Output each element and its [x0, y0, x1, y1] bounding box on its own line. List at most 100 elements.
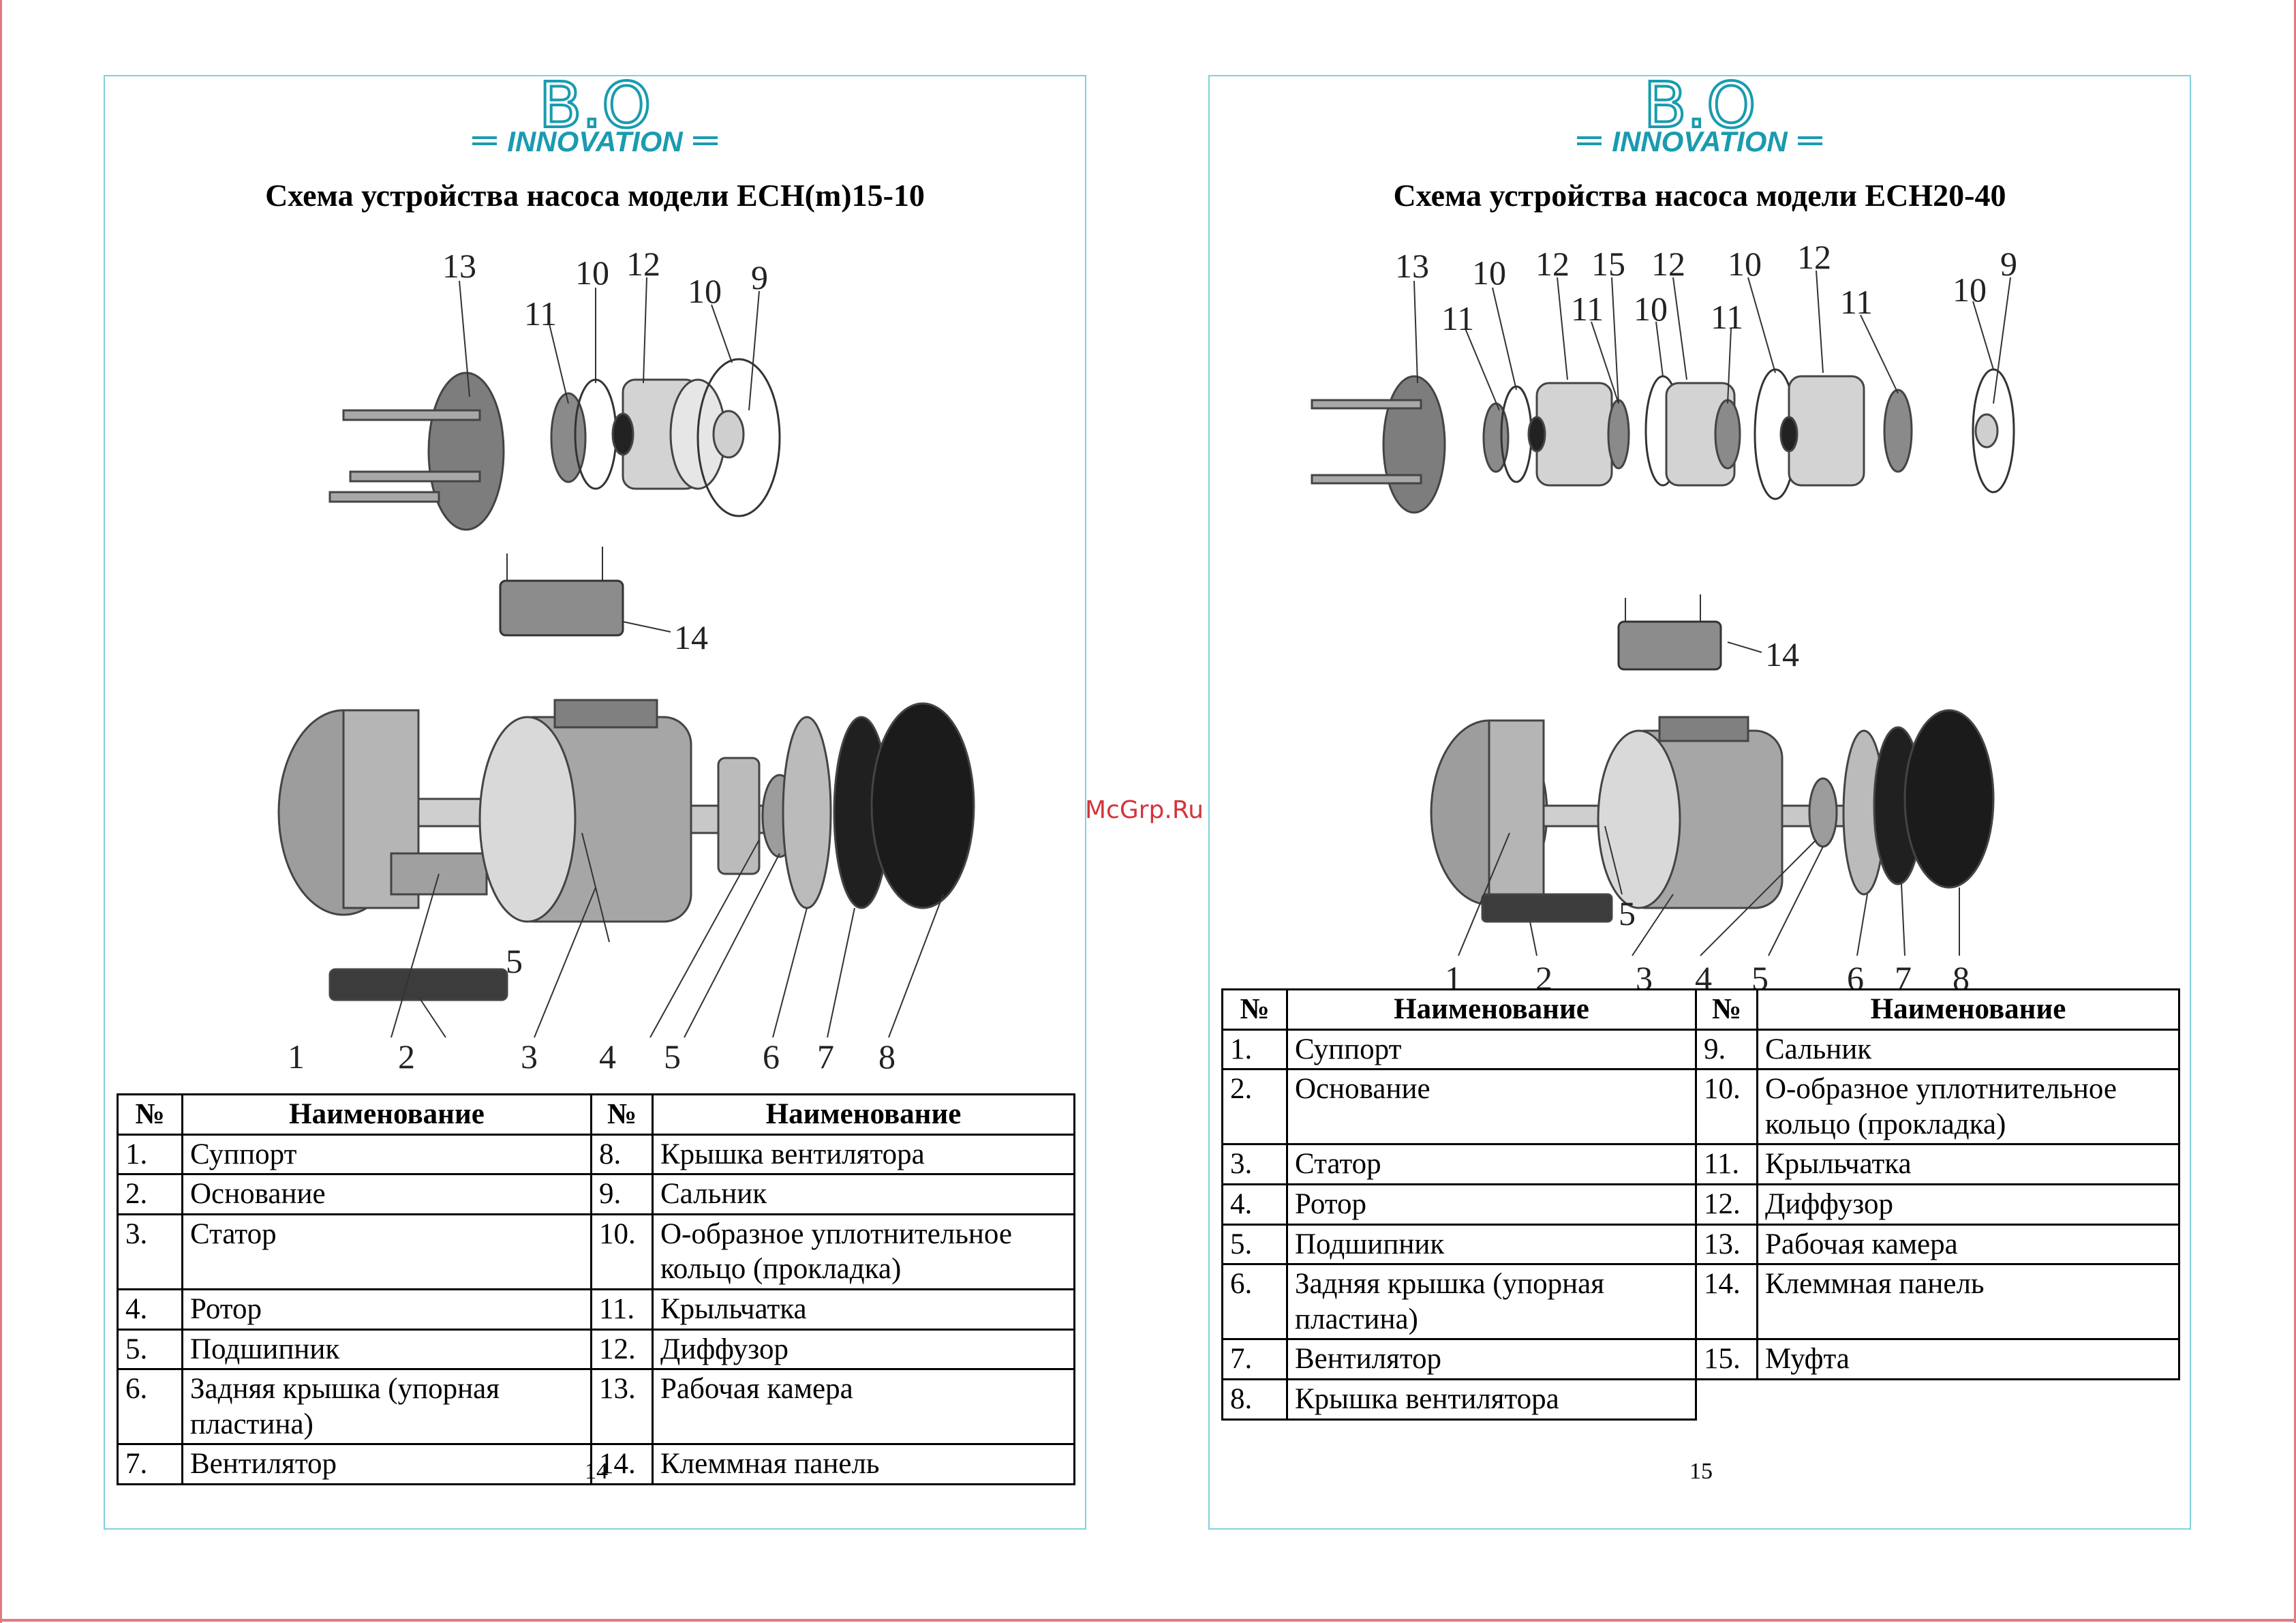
page-edge-left [0, 0, 2, 1623]
callout-1: 1 [288, 1037, 305, 1076]
page-title: Схема устройства насоса модели ECH(m)15-… [265, 178, 925, 213]
brand-logo: B.O INNOVATION [105, 76, 1085, 165]
rear-pump-assembly [1311, 368, 2015, 514]
callout-7: 7 [817, 1037, 834, 1076]
callout-10: 10 [575, 254, 609, 292]
part-number: 13. [1695, 1223, 1758, 1266]
callout-11: 11 [1441, 299, 1474, 337]
callout-leaders [1413, 270, 2011, 956]
logo-mark: B.O [1644, 76, 1756, 142]
part-number: 3. [117, 1213, 183, 1290]
part-name: Рабочая камера [652, 1368, 1075, 1446]
table-row: 3. Статор 11. Крыльчатка [1221, 1143, 2180, 1185]
page-number: 15 [1689, 1459, 1713, 1484]
part-number: 8. [1221, 1378, 1288, 1421]
part-number: 5. [1221, 1223, 1288, 1266]
part-name: Основание [181, 1173, 592, 1215]
table-row: 8. Крышка вентилятора [1221, 1378, 2179, 1421]
parts-table: № Наименование № Наименование 1. Суппорт… [1221, 988, 2180, 1421]
table-row: 6. Задняя крышка (упорная пластина) 13. … [117, 1368, 1075, 1446]
callout-11b: 11 [1571, 290, 1604, 328]
part-number: 11. [590, 1288, 654, 1331]
page-title: Схема устройства насоса модели ECH20-40 [1393, 178, 2006, 213]
part-name: Диффузор [652, 1328, 1075, 1371]
page-edge-right [2294, 0, 2296, 1623]
empty-cell [1696, 1379, 1758, 1419]
part-name: Крыльчатка [1756, 1143, 2180, 1185]
brand-logo: B.O INNOVATION [1210, 76, 2190, 165]
part-number: 6. [1221, 1263, 1288, 1341]
table-row: 6. Задняя крышка (упорная пластина) 14. … [1221, 1263, 2180, 1341]
table-row: 4. Ротор 11. Крыльчатка [117, 1288, 1075, 1331]
watermark: McGrp.Ru [1085, 796, 1204, 824]
callout-10b: 10 [1634, 290, 1668, 328]
callout-labels: 13 11 10 12 10 9 14 1 2 3 4 5 5 6 7 8 [288, 245, 896, 1076]
callout-5: 5 [506, 942, 523, 980]
table-row: 5. Подшипник 12. Диффузор [117, 1328, 1075, 1371]
logo-word: INNOVATION [507, 125, 684, 157]
callout-10b: 10 [688, 272, 722, 310]
table-row: 2. Основание 10. О-образное уплотнительн… [1221, 1068, 2180, 1146]
part-name: Клеммная панель [652, 1443, 1075, 1485]
part-name: О-образное уплотнительное кольцо (прокла… [1756, 1068, 2180, 1146]
callout-12b: 12 [1651, 245, 1685, 283]
exploded-pump-diagram: 13 11 10 12 15 11 10 12 11 10 12 11 10 9… [1210, 238, 2190, 1031]
rear-pump-assembly [328, 358, 781, 531]
part-number: 9. [1695, 1028, 1758, 1071]
column-header-name: Наименование [652, 1093, 1075, 1136]
column-header-number: № [117, 1093, 183, 1136]
part-name: Рабочая камера [1756, 1223, 2180, 1266]
callout-15: 15 [1591, 245, 1625, 283]
callout-10: 10 [1472, 254, 1506, 292]
part-name: Клеммная панель [1756, 1263, 2180, 1341]
callout-2: 2 [398, 1037, 415, 1076]
part-name: Подшипник [181, 1328, 592, 1371]
column-header-number: № [1221, 988, 1288, 1031]
callout-14: 14 [1765, 635, 1799, 673]
column-header-number: № [1695, 988, 1758, 1031]
callout-5: 5 [1619, 894, 1636, 932]
page-number: 14 [585, 1459, 608, 1484]
column-header-name: Наименование [1756, 988, 2180, 1031]
part-name: Ротор [181, 1288, 592, 1331]
part-name: Статор [1286, 1143, 1697, 1185]
part-number: 8. [590, 1133, 654, 1176]
parts-table: № Наименование № Наименование 1. Суппорт… [117, 1093, 1075, 1485]
table-row: 7. Вентилятор 15. Муфта [1221, 1338, 2180, 1380]
callout-9: 9 [751, 258, 768, 297]
table-row: 1. Суппорт 8. Крышка вентилятора [117, 1133, 1075, 1176]
part-number: 1. [1221, 1028, 1288, 1071]
part-number: 1. [117, 1133, 183, 1176]
callout-13: 13 [1395, 247, 1429, 285]
part-number: 6. [117, 1368, 183, 1446]
part-name: Задняя крышка (упорная пластина) [181, 1368, 592, 1446]
empty-cell [1758, 1379, 2179, 1419]
callout-9: 9 [2000, 245, 2017, 283]
callout-13: 13 [442, 247, 476, 285]
callout-10d: 10 [1953, 271, 1987, 309]
part-name: Сальник [1756, 1028, 2180, 1071]
part-number: 4. [1221, 1183, 1288, 1226]
table-row: 1. Суппорт 9. Сальник [1221, 1028, 2180, 1071]
table-row: 7. Вентилятор 14. Клеммная панель [117, 1443, 1075, 1485]
callout-12: 12 [626, 245, 660, 283]
logo-word: INNOVATION [1612, 125, 1788, 157]
logo-mark: B.O [539, 76, 652, 142]
part-number: 15. [1695, 1338, 1758, 1380]
part-number: 7. [1221, 1338, 1288, 1380]
part-number: 12. [1695, 1183, 1758, 1226]
part-number: 14. [590, 1443, 654, 1485]
column-header-number: № [590, 1093, 654, 1136]
table-row: 2. Основание 9. Сальник [117, 1173, 1075, 1215]
part-number: 4. [117, 1288, 183, 1331]
table-header-row: № Наименование № Наименование [1221, 988, 2180, 1031]
part-name: Задняя крышка (упорная пластина) [1286, 1263, 1697, 1341]
callout-10c: 10 [1728, 245, 1762, 283]
callout-12c: 12 [1797, 240, 1831, 276]
part-name: Суппорт [1286, 1028, 1697, 1071]
part-name: Вентилятор [1286, 1338, 1697, 1380]
motor-assembly [1430, 709, 1995, 923]
callout-5b: 5 [664, 1037, 681, 1076]
part-name: Муфта [1756, 1338, 2180, 1380]
part-name: Крышка вентилятора [1286, 1378, 1697, 1421]
